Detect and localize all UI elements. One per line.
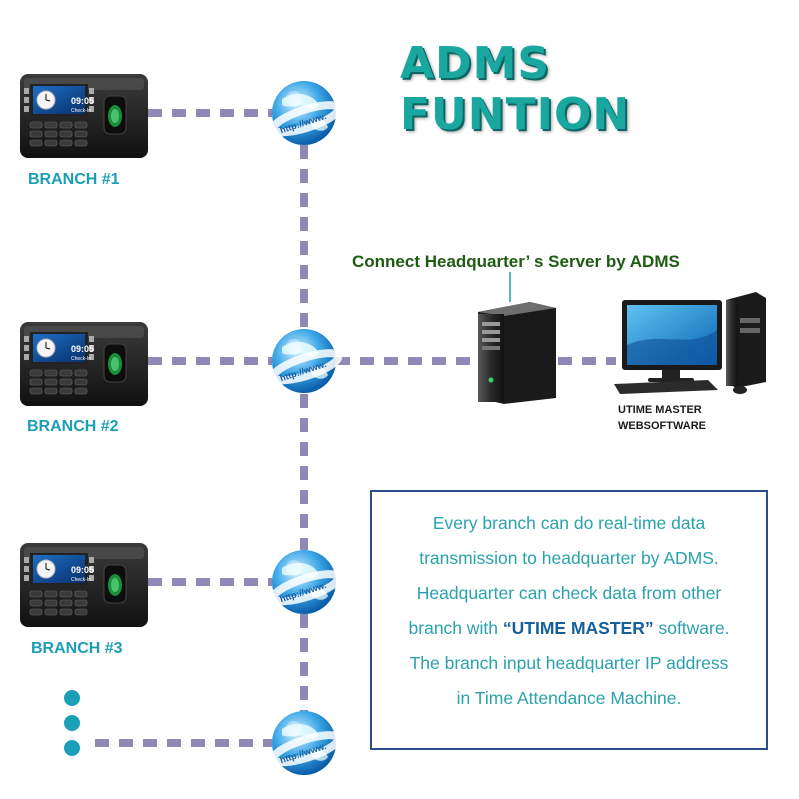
info-box: Every branch can do real-time data trans… xyxy=(370,490,768,750)
workstation-icon xyxy=(614,292,766,394)
info-line-4-post: software. xyxy=(653,618,730,638)
info-line-5: The branch input headquarter IP address xyxy=(409,653,729,673)
dashed-links xyxy=(95,109,616,747)
server-tower-icon xyxy=(478,302,556,404)
workstation-label-line2: WEBSOFTWARE xyxy=(618,420,706,432)
info-line-4: branch with “UTIME MASTER” software. xyxy=(372,611,766,646)
device1-status: Check-In xyxy=(71,108,91,114)
globe-1: http://www. xyxy=(271,81,341,145)
info-line-3: Headquarter can check data from other xyxy=(416,583,722,603)
branch-label-2: BRANCH #2 xyxy=(27,418,119,435)
workstation-label-line1: UTIME MASTER xyxy=(618,404,702,416)
workstation-label: UTIME MASTER WEBSOFTWARE xyxy=(618,402,706,434)
branch-label-1: BRANCH #1 xyxy=(28,171,120,188)
globe-4: http://www. xyxy=(271,711,341,775)
device1-time: 09:05 xyxy=(71,96,94,106)
utime-master-highlight: “UTIME MASTER” xyxy=(502,618,654,638)
page-title: ADMS FUNTION xyxy=(400,38,631,140)
device3-status: Check-In xyxy=(71,577,91,583)
attendance-device-3 xyxy=(19,542,149,628)
server-caption: Connect Headquarter’ s Server by ADMS xyxy=(352,252,680,271)
device3-time: 09:05 xyxy=(71,565,94,575)
device2-status: Check-In xyxy=(71,356,91,362)
info-line-1: Every branch can do real-time data xyxy=(432,513,706,533)
more-branches-dots xyxy=(64,690,80,756)
attendance-device-2 xyxy=(19,321,149,407)
info-line-2: transmission to headquarter by ADMS. xyxy=(419,548,719,568)
info-line-4-pre: branch with xyxy=(408,618,503,638)
attendance-device-1 xyxy=(19,73,149,159)
device2-time: 09:05 xyxy=(71,344,94,354)
info-line-6: in Time Attendance Machine. xyxy=(456,688,682,708)
globe-2: http://www. xyxy=(271,329,341,393)
device-screens: 09:05 Check-In 09:05 Check-In 09:05 Chec… xyxy=(71,96,94,583)
globe-3: http://www. xyxy=(271,550,341,614)
branch-label-3: BRANCH #3 xyxy=(31,640,123,657)
